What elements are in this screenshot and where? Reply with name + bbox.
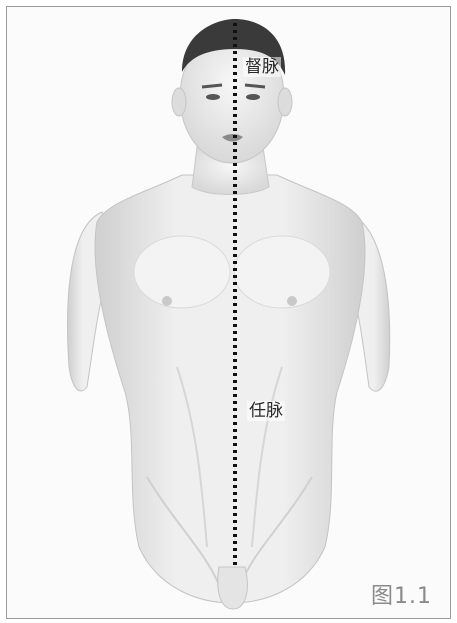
torso	[95, 175, 365, 603]
figure-frame: 督脉 任脉 图1.1	[6, 6, 451, 619]
figure-caption: 图1.1	[371, 578, 432, 610]
du-mai-label: 督脉	[243, 57, 281, 77]
ren-mai-label: 任脉	[247, 401, 285, 421]
human-body-illustration	[7, 7, 450, 618]
